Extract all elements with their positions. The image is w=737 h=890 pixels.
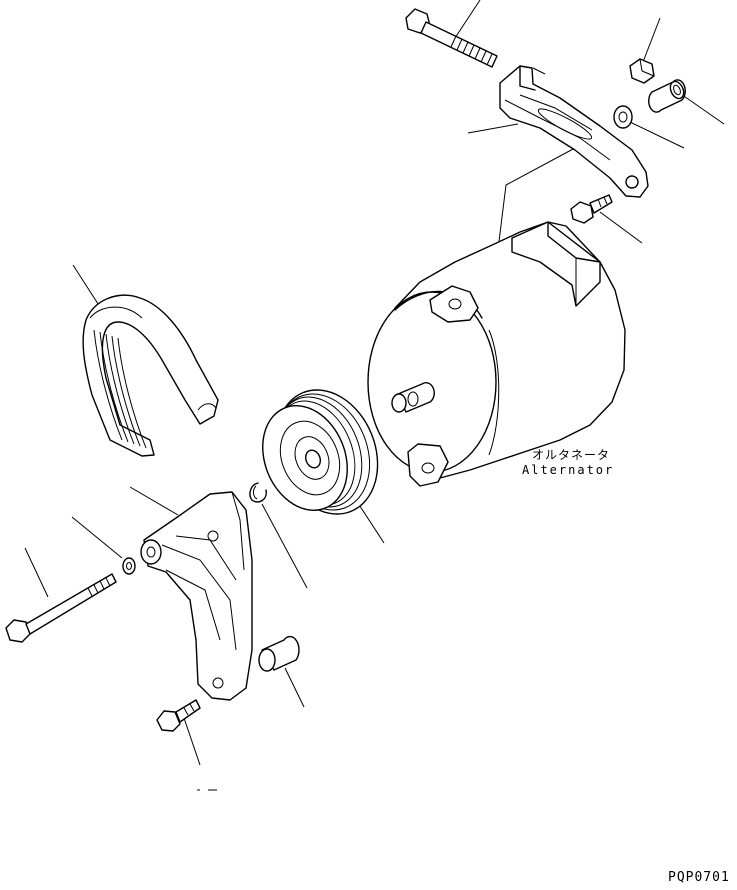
v-belt <box>82 294 219 457</box>
mounting-bracket <box>140 491 253 701</box>
washer-lower <box>122 557 136 575</box>
bushing <box>258 635 300 672</box>
washer-upper <box>613 105 633 129</box>
long-bolt <box>5 573 117 643</box>
spacer <box>648 79 686 113</box>
alternator-label-japanese: オルタネータ <box>532 448 611 462</box>
pulley <box>262 389 379 515</box>
alternator <box>367 221 626 487</box>
leader-lines <box>24 0 725 791</box>
adjusting-bracket <box>499 65 649 198</box>
alternator-label-english: Alternator <box>522 463 615 477</box>
bottom-bolt <box>156 699 201 732</box>
snap-ring <box>249 482 267 503</box>
nut <box>629 58 655 84</box>
top-bolt <box>405 8 498 68</box>
drawing-code: PQP0701 <box>668 870 730 885</box>
bracket-bolt <box>570 194 613 224</box>
